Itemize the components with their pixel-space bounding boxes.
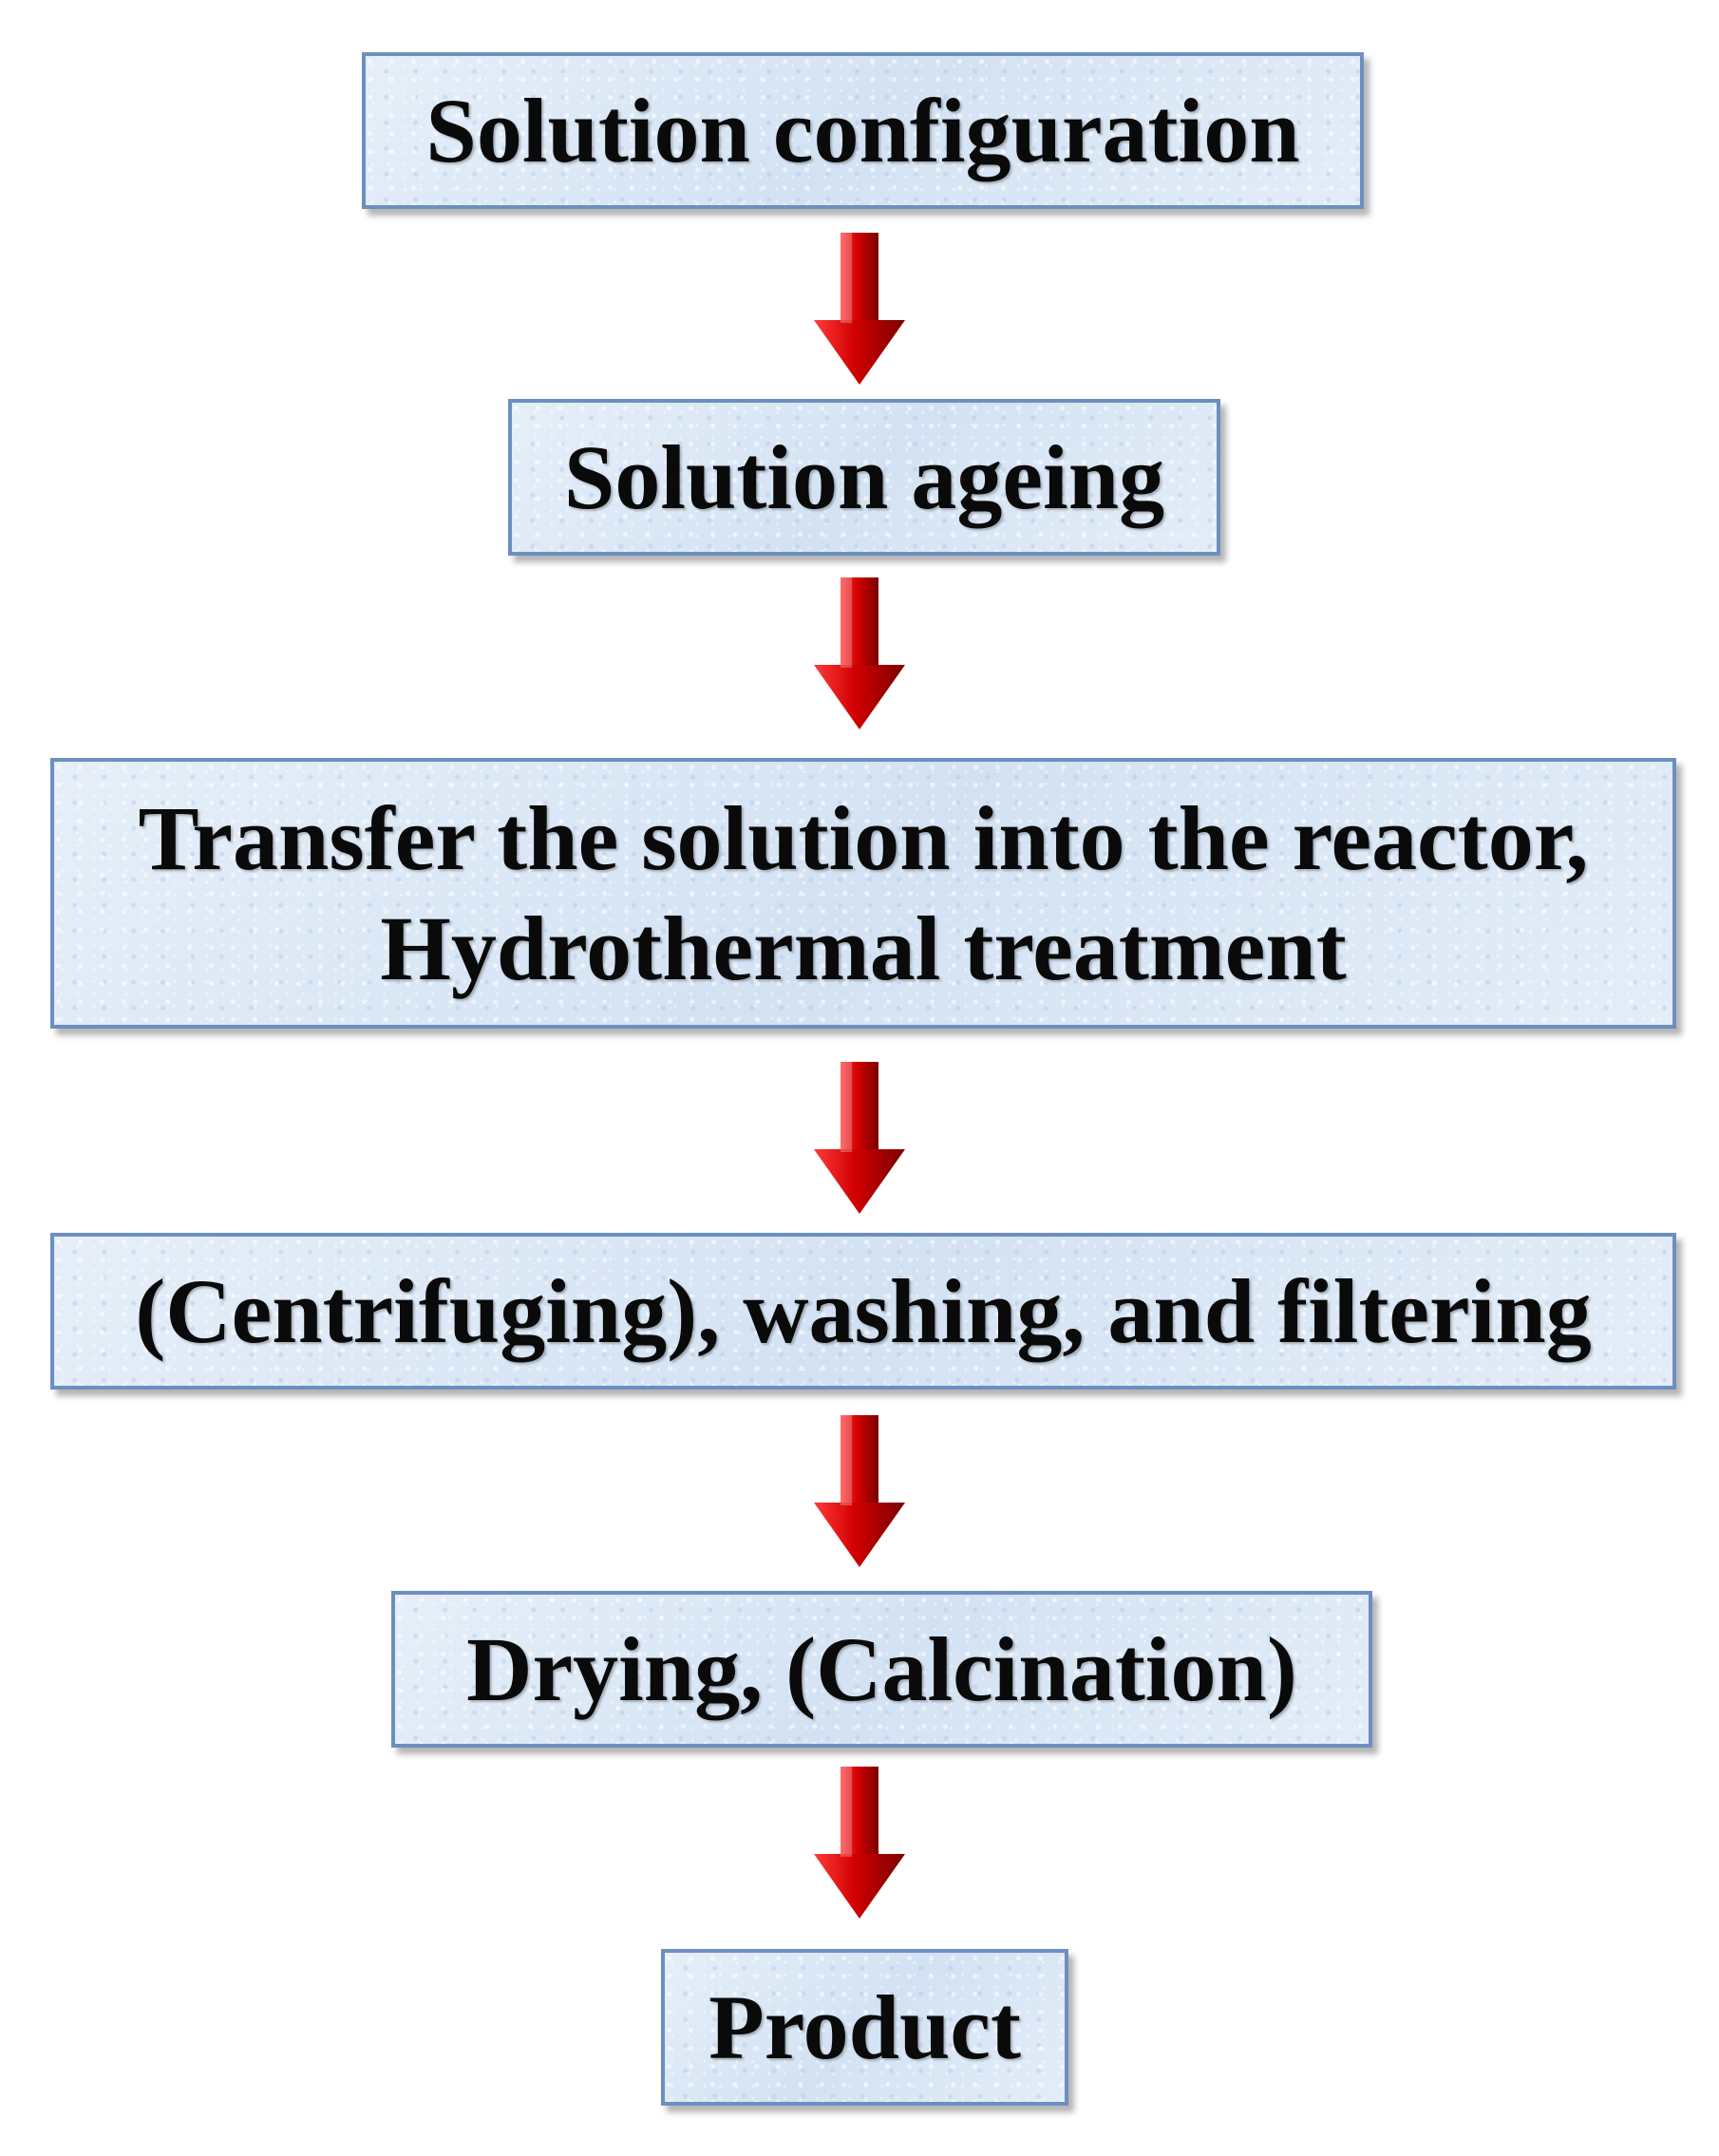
- step-product: Product: [661, 1949, 1068, 2106]
- step-label: (Centrifuging), washing, and filtering: [135, 1259, 1592, 1362]
- step-drying-calcination: Drying, (Calcination): [391, 1591, 1372, 1748]
- step-solution-ageing: Solution ageing: [508, 399, 1220, 556]
- step-label-line-1: Transfer the solution into the reactor,: [138, 787, 1589, 890]
- step-label: Product: [708, 1976, 1021, 2078]
- step-hydrothermal-treatment: Transfer the solution into the reactor, …: [50, 758, 1676, 1029]
- step-washing-filtering: (Centrifuging), washing, and filtering: [50, 1233, 1676, 1390]
- step-solution-configuration: Solution configuration: [362, 52, 1364, 209]
- step-label: Solution ageing: [563, 426, 1165, 528]
- step-label-line-2: Hydrothermal treatment: [380, 897, 1347, 999]
- arrow-down-icon: [814, 1415, 905, 1567]
- step-label: Drying, (Calcination): [466, 1617, 1297, 1720]
- arrow-down-icon: [814, 233, 905, 385]
- arrow-down-icon: [814, 577, 905, 729]
- step-label: Solution configuration: [425, 79, 1300, 181]
- arrow-down-icon: [814, 1062, 905, 1214]
- arrow-down-icon: [814, 1767, 905, 1919]
